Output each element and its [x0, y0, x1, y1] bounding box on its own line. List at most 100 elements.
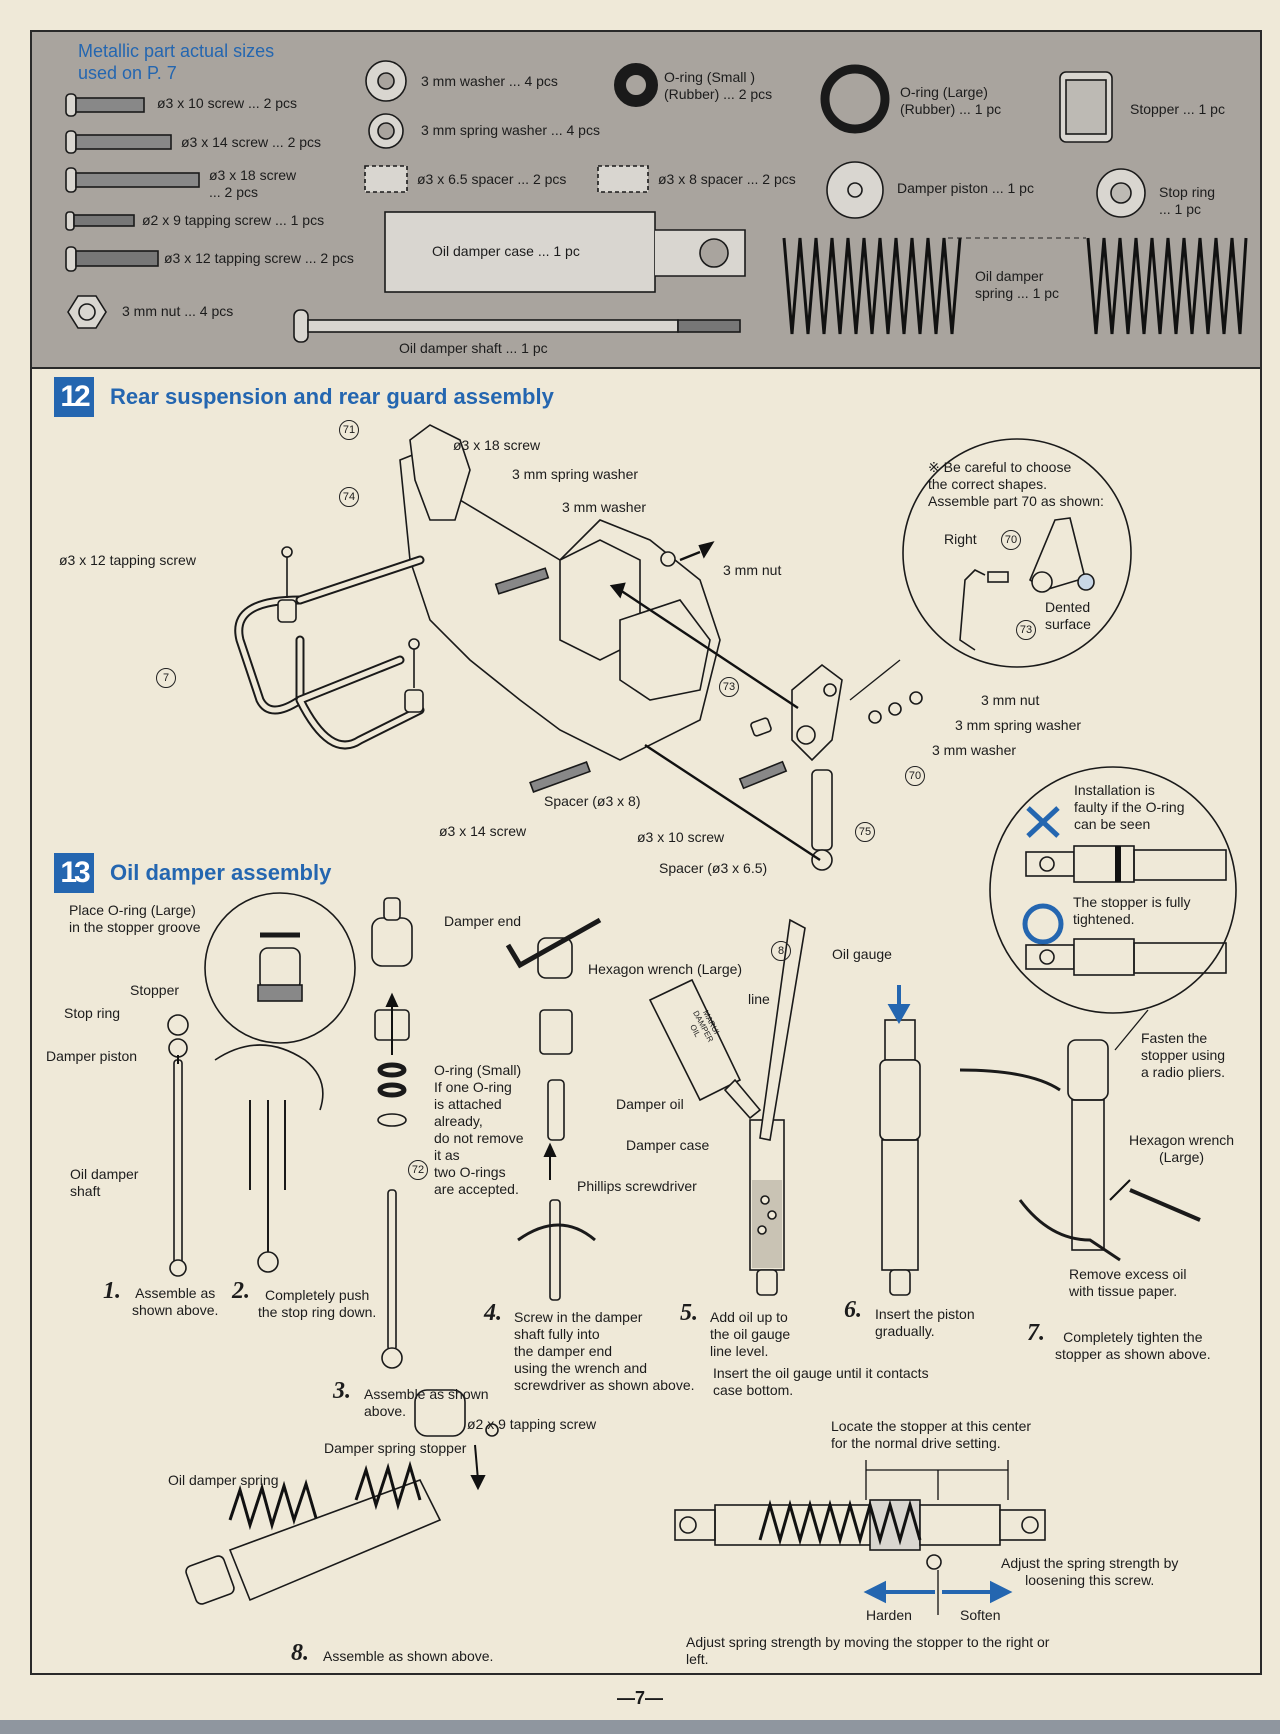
label-spacer-65-12: Spacer (ø3 x 6.5) [659, 860, 768, 876]
scan-edge [0, 1720, 1280, 1734]
step-1: 1. [103, 1279, 127, 1303]
step-5: 5. [680, 1301, 704, 1325]
label-locate-stopper: Locate the stopper at this center for th… [831, 1418, 1032, 1451]
part-ref-73-detail: 73 [1016, 620, 1036, 640]
label-stop-ring: Stop ring ... 1 pc [1159, 184, 1216, 217]
label-oring-large: O-ring (Large) (Rubber) ... 1 pc [900, 84, 1002, 117]
label-spacer-8: ø3 x 8 spacer ... 2 pcs [658, 171, 796, 187]
step-8-number: 8. [291, 1640, 309, 1666]
label-stopper-13: Stopper [130, 982, 180, 998]
label-hex-wrench: Hexagon wrench (Large) [588, 961, 743, 977]
label-screw-3x10-12: ø3 x 10 screw [637, 829, 725, 845]
label-harden: Harden [866, 1607, 912, 1623]
label-washer-12b: 3 mm washer [932, 742, 1017, 758]
label-washer-12: 3 mm washer [562, 499, 647, 515]
label-washer: 3 mm washer ... 4 pcs [421, 73, 558, 89]
note-fully-tightened: The stopper is fully tightened. [1073, 894, 1191, 927]
label-spring-washer-12b: 3 mm spring washer [955, 717, 1082, 733]
label-fasten-stopper: Fasten the stopper using a radio pliers. [1141, 1030, 1226, 1080]
part-ref-75: 75 [855, 822, 875, 842]
label-remove-oil: Remove excess oil with tissue paper. [1069, 1266, 1187, 1299]
label-adjust-move: Adjust spring strength by moving the sto… [686, 1634, 1050, 1667]
step-6-text: Insert the piston gradually. [875, 1306, 975, 1339]
step-6-number: 6. [844, 1297, 862, 1323]
label-spring-washer-12: 3 mm spring washer [512, 466, 639, 482]
step-3: 3. [333, 1379, 357, 1403]
label-damper-case: Oil damper case ... 1 pc [432, 243, 580, 259]
step-3-number: 3. [333, 1378, 351, 1404]
page-frame [30, 30, 1262, 1675]
step-4-text: Screw in the damper shaft fully into the… [514, 1309, 695, 1393]
label-screw-3x14-12: ø3 x 14 screw [439, 823, 527, 839]
label-soften: Soften [960, 1607, 1001, 1623]
label-damper-oil: Damper oil [616, 1096, 684, 1112]
label-dented-surface: Dented surface [1045, 599, 1091, 632]
label-damper-end: Damper end [444, 913, 522, 929]
label-tapping-2x9-13: ø2 x 9 tapping screw [467, 1416, 597, 1432]
section-13-title: Oil damper assembly [110, 860, 332, 885]
label-oring-small: O-ring (Small ) (Rubber) ... 2 pcs [664, 69, 773, 102]
label-hex-wrench-2: Hexagon wrench (Large) [1129, 1132, 1235, 1165]
label-oil-gauge: Oil gauge [832, 946, 892, 962]
label-stopper: Stopper ... 1 pc [1130, 101, 1225, 117]
part-ref-70: 70 [905, 766, 925, 786]
step-5-number: 5. [680, 1300, 698, 1326]
label-screw-3x14: ø3 x 14 screw ... 2 pcs [181, 134, 322, 150]
step-2: 2. [232, 1279, 256, 1303]
label-nut-12: 3 mm nut [723, 562, 782, 578]
step-7: 7. [1027, 1321, 1051, 1345]
part-ref-8: 8 [771, 941, 791, 961]
label-oring-small-13: O-ring (Small) If one O-ring is attached… [434, 1062, 524, 1197]
label-phillips: Phillips screwdriver [577, 1178, 697, 1194]
label-damper-case-13: Damper case [626, 1137, 710, 1153]
label-damper-piston-13: Damper piston [46, 1048, 138, 1064]
page-number: —7— [616, 1688, 663, 1708]
step-5-text: Add oil up to the oil gauge line level. [710, 1309, 791, 1359]
label-spacer-8-12: Spacer (ø3 x 8) [544, 793, 641, 809]
step-8: 8. [291, 1641, 315, 1665]
section-13-badge: 13 [54, 853, 94, 893]
label-damper-shaft-13: Oil damper shaft [70, 1166, 139, 1199]
step-4-number: 4. [484, 1300, 502, 1326]
label-tapping-12: ø3 x 12 tapping screw [59, 552, 196, 568]
section-12-badge: 12 [54, 377, 94, 417]
note-careful: ※ Be careful to choose the correct shape… [928, 459, 1104, 509]
step-3-text: Assemble as shown above. [364, 1386, 489, 1419]
label-damper-spring: Oil damper spring ... 1 pc [975, 268, 1060, 301]
step-6: 6. [844, 1298, 868, 1322]
label-stop-ring-13: Stop ring [64, 1005, 121, 1021]
label-place-oring: Place O-ring (Large) in the stopper groo… [69, 902, 201, 935]
part-ref-72: 72 [408, 1160, 428, 1180]
label-screw-3x18-12: ø3 x 18 screw [453, 437, 541, 453]
note-installation-faulty: Installation is faulty if the O-ring can… [1074, 782, 1185, 832]
part-ref-74: 74 [339, 487, 359, 507]
label-right: Right [944, 531, 977, 547]
step-1-number: 1. [103, 1278, 121, 1304]
step-7-text: Completely tighten the stopper as shown … [1055, 1329, 1211, 1362]
section-12-title: Rear suspension and rear guard assembly [110, 384, 554, 409]
label-damper-piston: Damper piston ... 1 pc [897, 180, 1034, 196]
step-4: 4. [484, 1301, 508, 1325]
label-nut: 3 mm nut ... 4 pcs [122, 303, 234, 319]
step-7-number: 7. [1027, 1320, 1045, 1346]
label-tapping-2x9: ø2 x 9 tapping screw ... 1 pcs [142, 212, 325, 228]
label-line: line [748, 991, 770, 1007]
part-ref-70-detail: 70 [1001, 530, 1021, 550]
step-8-text: Assemble as shown above. [323, 1648, 494, 1664]
label-oil-damper-spring: Oil damper spring [168, 1472, 279, 1488]
part-ref-73: 73 [719, 677, 739, 697]
label-damper-shaft: Oil damper shaft ... 1 pc [399, 340, 548, 356]
step-2-number: 2. [232, 1278, 250, 1304]
step-5-text-b: Insert the oil gauge until it contacts c… [713, 1365, 929, 1398]
label-spring-washer: 3 mm spring washer ... 4 pcs [421, 122, 600, 138]
step-2-text: Completely push the stop ring down. [258, 1287, 377, 1320]
part-ref-7: 7 [156, 668, 176, 688]
label-screw-3x18: ø3 x 18 screw ... 2 pcs [209, 167, 297, 200]
label-nut-12b: 3 mm nut [981, 692, 1040, 708]
parts-title: Metallic part actual sizes used on P. 7 [78, 41, 275, 83]
label-adjust-screw: Adjust the spring strength by loosening … [1001, 1555, 1179, 1588]
label-tapping-3x12: ø3 x 12 tapping screw ... 2 pcs [164, 250, 354, 266]
label-spacer-65: ø3 x 6.5 spacer ... 2 pcs [417, 171, 567, 187]
